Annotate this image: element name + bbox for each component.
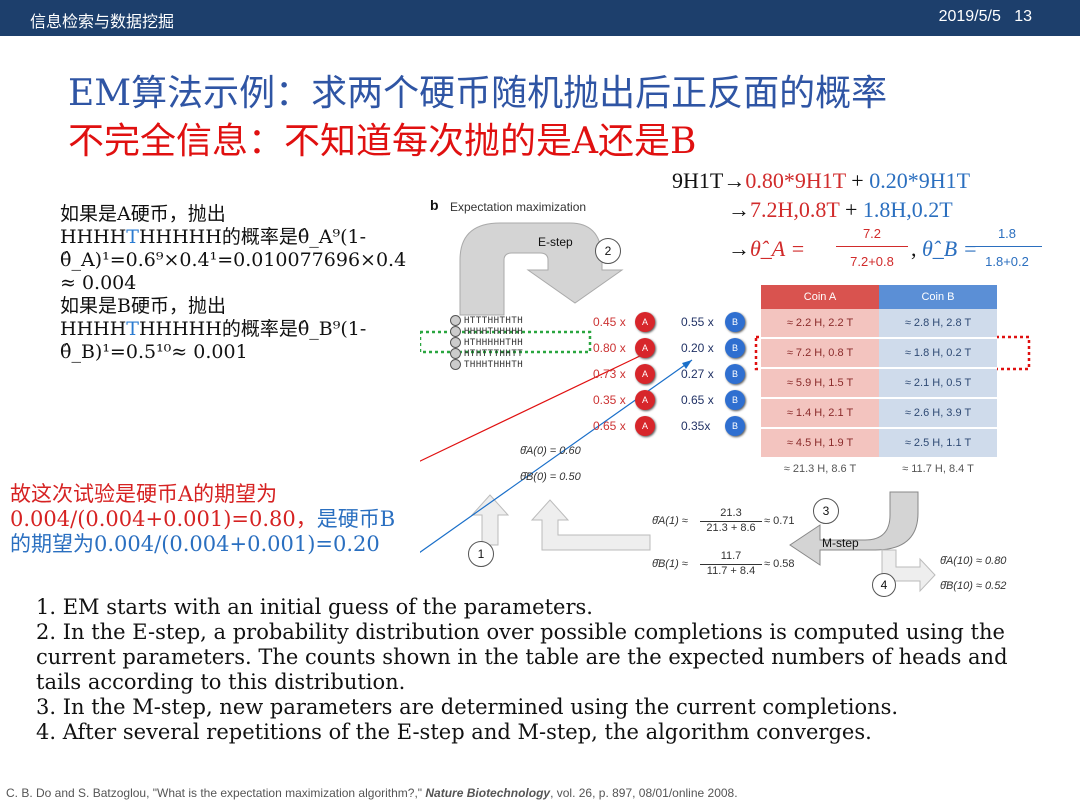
mstep-arrow-shape xyxy=(789,491,919,566)
prob-coin-a: 0.80 x xyxy=(593,341,626,355)
equation-line-2: →7.2H,0.8T + 1.8H,0.2T xyxy=(728,197,953,222)
step-notes: 1. EM starts with an initial guess of th… xyxy=(36,595,1046,745)
step-2-badge: 2 xyxy=(595,238,621,264)
sequence-row: THHHTHHHTH xyxy=(450,359,595,370)
equation-line-3: → θ̂_A = 7.2 7.2+0.8 , θ̂_B = 1.8 1.8+0.… xyxy=(728,224,1048,280)
cell-coin-a: ≈ 5.9 H, 1.5 T xyxy=(761,368,879,399)
slide-title: EM算法示例：求两个硬币随机抛出后正反面的概率 xyxy=(68,73,888,114)
coin-a-icon: A xyxy=(635,312,655,332)
mstep-label: M-step xyxy=(822,536,859,550)
em-figure: b Expectation maximization E-step 2 HTTT… xyxy=(420,195,1045,600)
coin-probabilities: 0.45 x A 0.55 x B 0.80 x A 0.20 x B 0.73 x A 0.27 … xyxy=(593,312,753,475)
cell-coin-b: ≈ 1.8 H, 0.2 T xyxy=(879,338,997,369)
initial-theta-b: θ̂B(0) = 0.50 xyxy=(520,471,581,483)
prob-coin-b: 0.65 x xyxy=(681,393,714,407)
highlight-box-red xyxy=(754,335,1031,371)
cell-coin-b: ≈ 2.1 H, 0.5 T xyxy=(879,368,997,399)
sequence-text: THHHTHHHTH xyxy=(464,359,524,370)
likelihood-explanation: 如果是A硬币，抛出 HHHHTHHHHH的概率是θ̂_A⁹(1- θ̂_A)¹=… xyxy=(60,203,407,363)
step-4-badge: 4 xyxy=(872,573,896,597)
coin-b-icon: B xyxy=(725,416,745,436)
table-row: ≈ 7.2 H, 0.8 T≈ 1.8 H, 0.2 T xyxy=(761,338,997,369)
coin-b-icon: B xyxy=(725,312,745,332)
total-coin-b: ≈ 11.7 H, 8.4 T xyxy=(879,458,997,481)
conclusion-text: 故这次试验是硬币A的期望为 0.004/(0.004+0.001)=0.80，是… xyxy=(10,482,396,556)
sequence-text: HTHHHHHTHH xyxy=(464,337,524,348)
step-3-badge: 3 xyxy=(813,498,839,524)
table-row: ≈ 5.9 H, 1.5 T≈ 2.1 H, 0.5 T xyxy=(761,368,997,399)
coin-icon xyxy=(450,359,461,370)
sequence-row: HTTTHHTHTH xyxy=(450,315,595,326)
equation-line-1: 9H1T→0.80*9H1T + 0.20*9H1T xyxy=(672,168,971,193)
prob-coin-a: 0.65 x xyxy=(593,419,626,433)
coin-a-icon: A xyxy=(635,338,655,358)
coin-icon xyxy=(450,326,461,337)
total-coin-a: ≈ 21.3 H, 8.6 T xyxy=(761,458,879,481)
prob-coin-a: 0.35 x xyxy=(593,393,626,407)
sequence-text: HHHHTHHHHH xyxy=(464,326,524,337)
note-3: 3. In the M-step, new parameters are det… xyxy=(36,695,899,719)
coin-icon xyxy=(450,348,461,359)
citation: C. B. Do and S. Batzoglou, "What is the … xyxy=(6,786,738,800)
final-theta-a: θ̂A(10) ≈ 0.80 xyxy=(940,555,1007,567)
prob-coin-a: 0.45 x xyxy=(593,315,626,329)
coin-a-icon: A xyxy=(635,416,655,436)
panel-label: b xyxy=(430,197,439,213)
course-title: 信息检索与数据挖掘 xyxy=(30,12,175,31)
expected-counts-table: Coin A Coin B ≈ 2.2 H, 2.2 T≈ 2.8 H, 2.8… xyxy=(761,285,997,481)
note-2: 2. In the E-step, a probability distribu… xyxy=(36,620,1008,694)
figure-heading: Expectation maximization xyxy=(450,200,587,214)
step-1-badge: 1 xyxy=(468,541,494,567)
highlight-box-green xyxy=(420,330,592,354)
date-page: 2019/5/5 13 xyxy=(938,8,1032,25)
cell-coin-a: ≈ 4.5 H, 1.9 T xyxy=(761,428,879,459)
coin-a-icon: A xyxy=(635,390,655,410)
sequence-text: HTHTTTHHTT xyxy=(464,348,524,359)
figure-arrows xyxy=(420,222,1031,593)
mstep-formula-b: θ̂B(1) ≈ 11.7 11.7 + 8.4 ≈ 0.58 xyxy=(652,550,795,577)
coin-icon xyxy=(450,337,461,348)
prob-coin-b: 0.55 x xyxy=(681,315,714,329)
sequence-row: HTHHHHHTHH xyxy=(450,337,595,348)
note-1: 1. EM starts with an initial guess of th… xyxy=(36,595,593,619)
sequence-row: HTHTTTHHTT xyxy=(450,348,595,359)
table-header-coin-b: Coin B xyxy=(879,285,997,309)
table-row: ≈ 1.4 H, 2.1 T≈ 2.6 H, 3.9 T xyxy=(761,398,997,429)
prob-coin-b: 0.35x xyxy=(681,419,711,433)
table-row: ≈ 4.5 H, 1.9 T≈ 2.5 H, 1.1 T xyxy=(761,428,997,459)
sequence-row: HHHHTHHHHH xyxy=(450,326,595,337)
note-4: 4. After several repetitions of the E-st… xyxy=(36,720,872,744)
coin-a-icon: A xyxy=(635,364,655,384)
sequence-text: HTTTHHTHTH xyxy=(464,315,524,326)
prob-coin-b: 0.20 x xyxy=(681,341,714,355)
cell-coin-a: ≈ 2.2 H, 2.2 T xyxy=(761,309,879,339)
slide-subtitle: 不完全信息：不知道每次抛的是A还是B xyxy=(68,121,697,162)
coin-b-icon: B xyxy=(725,338,745,358)
coin-b-icon: B xyxy=(725,364,745,384)
header-bar: 信息检索与数据挖掘 2019/5/5 13 xyxy=(0,0,1080,36)
table-header-coin-a: Coin A xyxy=(761,285,879,309)
mstep-formula-a: θ̂A(1) ≈ 21.3 21.3 + 8.6 ≈ 0.71 xyxy=(652,507,795,534)
prob-coin-a: 0.73 x xyxy=(593,367,626,381)
pointer-line-red xyxy=(420,354,643,462)
prob-coin-b: 0.27 x xyxy=(681,367,714,381)
table-row: ≈ 2.2 H, 2.2 T≈ 2.8 H, 2.8 T xyxy=(761,309,997,339)
final-theta-b: θ̂B(10) ≈ 0.52 xyxy=(940,580,1007,592)
estep-arrow-shape xyxy=(459,222,624,316)
cell-coin-b: ≈ 2.5 H, 1.1 T xyxy=(879,428,997,459)
initial-theta-a: θ̂A(0) = 0.60 xyxy=(520,445,581,457)
estep-label: E-step xyxy=(538,235,573,249)
cell-coin-b: ≈ 2.8 H, 2.8 T xyxy=(879,309,997,339)
cell-coin-a: ≈ 1.4 H, 2.1 T xyxy=(761,398,879,429)
cell-coin-a: ≈ 7.2 H, 0.8 T xyxy=(761,338,879,369)
cell-coin-b: ≈ 2.6 H, 3.9 T xyxy=(879,398,997,429)
coin-b-icon: B xyxy=(725,390,745,410)
coin-icon xyxy=(450,315,461,326)
